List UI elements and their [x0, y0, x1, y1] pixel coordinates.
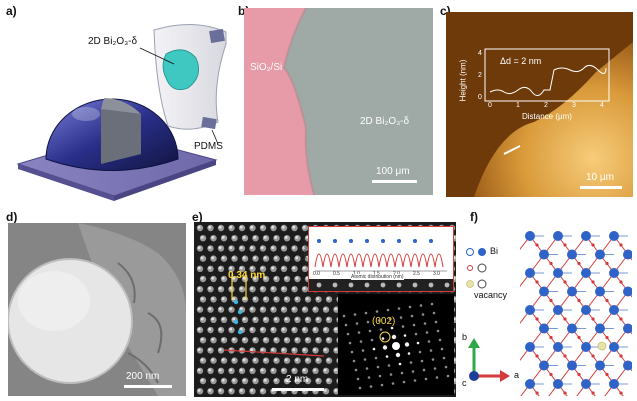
- panel-c-label: c): [440, 4, 451, 18]
- film-region: [284, 8, 433, 195]
- panel-e-haadf-image: 0.0 0.5 1.0 1.5 2.0 2.5 3.0 Atomic distr…: [194, 222, 456, 397]
- legend-bi: Bi: [490, 246, 499, 256]
- afm-flake: [474, 42, 633, 197]
- panel-b-optical-image: SiO₂/Si 2D Bi₂O₃-δ 100 μm: [244, 8, 433, 195]
- scalebar-label: 2 nm: [286, 374, 309, 385]
- intensity-curve: [314, 253, 444, 268]
- legend-symbols: [466, 248, 487, 289]
- inset-xtick-0: 0.0: [313, 271, 320, 277]
- scalebar-line: [580, 186, 622, 189]
- inset-ytick-2: 0: [478, 94, 482, 101]
- inset-xtick-3: 3: [572, 102, 576, 109]
- bi2o3-film: [162, 49, 200, 91]
- panel-c-afm-image: Δd = 2 nm Height (nm) 4 2 0 0 1 2 3 4 Di…: [446, 12, 633, 197]
- crystal-axes: [468, 338, 510, 382]
- inset-xtick-4: 4: [600, 102, 604, 109]
- fft-inset: (002): [338, 294, 454, 395]
- legend-vacancy: vacancy: [474, 290, 508, 300]
- inset-xtick-2: 2: [544, 102, 548, 109]
- inset-annotation: Δd = 2 nm: [500, 56, 542, 66]
- scalebar-label: 10 μm: [586, 172, 614, 183]
- inset-ylabel: Height (nm): [458, 59, 468, 102]
- fft-label: (002): [372, 316, 396, 327]
- panel-a-illustration: 2D Bi₂O₃-δ PDMS: [6, 14, 232, 204]
- panel-b-label: b): [238, 4, 250, 18]
- inset-xlabel: Atomic distribution (nm): [351, 274, 404, 280]
- inset-xlabel: Distance (μm): [522, 112, 572, 121]
- substrate-label: SiO₂/Si: [250, 62, 283, 73]
- panel-f-label: f): [470, 210, 478, 224]
- profile-trace: [489, 64, 607, 96]
- bi2o3-lattice-model: [520, 231, 632, 396]
- inset-xtick-1: 0.5: [333, 271, 340, 277]
- panel-e-label: e): [192, 210, 203, 224]
- inset-xtick-6: 3.0: [433, 271, 440, 277]
- panel-f-crystal-structure: Bi vacancy O b a c: [462, 222, 635, 398]
- spacing-label: 0.34 nm: [228, 270, 266, 281]
- height-profile-inset: [484, 48, 610, 102]
- axis-b-label: b: [462, 332, 468, 342]
- panel-d-label: d): [6, 210, 18, 224]
- panel-d-tem-image: 200 nm: [8, 223, 186, 396]
- panel-a-label: a): [6, 4, 17, 18]
- inset-xtick-0: 0: [488, 102, 492, 109]
- transfer-schematic: [16, 23, 227, 201]
- axis-c-label: c: [462, 378, 467, 388]
- inset-ylabel: Intensity: [303, 240, 310, 260]
- scalebar-label: 100 μm: [376, 166, 410, 177]
- scalebar-line: [124, 385, 172, 388]
- inset-ytick-0: 4: [478, 50, 482, 57]
- scalebar-line: [372, 180, 417, 183]
- film-label: 2D Bi₂O₃-δ: [88, 36, 138, 47]
- scalebar-label: 200 nm: [126, 371, 160, 382]
- film-label: 2D Bi₂O₃-δ: [360, 116, 410, 127]
- inset-xtick-1: 1: [516, 102, 520, 109]
- profile-line: [503, 145, 521, 155]
- axis-a-label: a: [514, 370, 520, 380]
- inset-xtick-5: 2.5: [413, 271, 420, 277]
- pdms-label: PDMS: [194, 141, 223, 152]
- inset-ytick-1: 2: [478, 72, 482, 79]
- line-profile-inset: 0.0 0.5 1.0 1.5 2.0 2.5 3.0 Atomic distr…: [303, 226, 454, 292]
